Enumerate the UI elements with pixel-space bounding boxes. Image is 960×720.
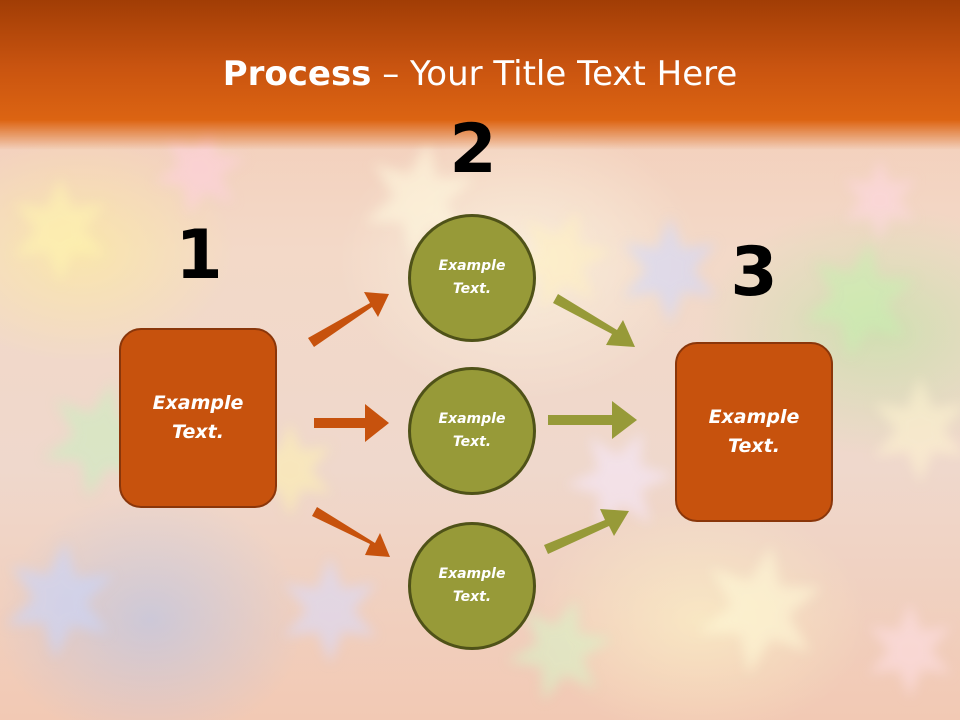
- circle-bottom-text-line1: Example: [438, 566, 506, 582]
- step-3-box: Example Text.: [675, 342, 833, 522]
- step-3-text-line2: Text.: [728, 435, 780, 457]
- step-3-text-line1: Example: [708, 406, 800, 428]
- step-number-2: 2: [449, 110, 497, 189]
- step-1-text-line2: Text.: [172, 421, 224, 443]
- title-rest: – Your Title Text Here: [371, 54, 738, 94]
- arrow-down-right-icon: [553, 294, 635, 347]
- step-number-3: 3: [730, 233, 778, 312]
- circle-top-text-line2: Text.: [452, 281, 492, 297]
- slide-title: Process – Your Title Text Here: [0, 52, 960, 96]
- arrow-up-right-icon: [308, 292, 389, 347]
- arrow-up-right-icon: [544, 509, 629, 554]
- step-1-box: Example Text.: [119, 328, 277, 508]
- step-1-text-line1: Example: [152, 392, 244, 414]
- step-2-circle-bottom: Example Text.: [408, 522, 536, 650]
- title-band: [0, 0, 960, 150]
- step-2-circle-middle: Example Text.: [408, 367, 536, 495]
- circle-bottom-text-line2: Text.: [452, 589, 492, 605]
- circle-middle-text-line1: Example: [438, 411, 506, 427]
- title-strong: Process: [222, 54, 372, 94]
- arrow-right-icon: [314, 404, 389, 442]
- circle-middle-text-line2: Text.: [452, 434, 492, 450]
- step-2-circle-top: Example Text.: [408, 214, 536, 342]
- arrow-right-icon: [548, 401, 637, 439]
- arrow-down-right-icon: [312, 507, 390, 557]
- step-number-1: 1: [175, 216, 223, 295]
- circle-top-text-line1: Example: [438, 258, 506, 274]
